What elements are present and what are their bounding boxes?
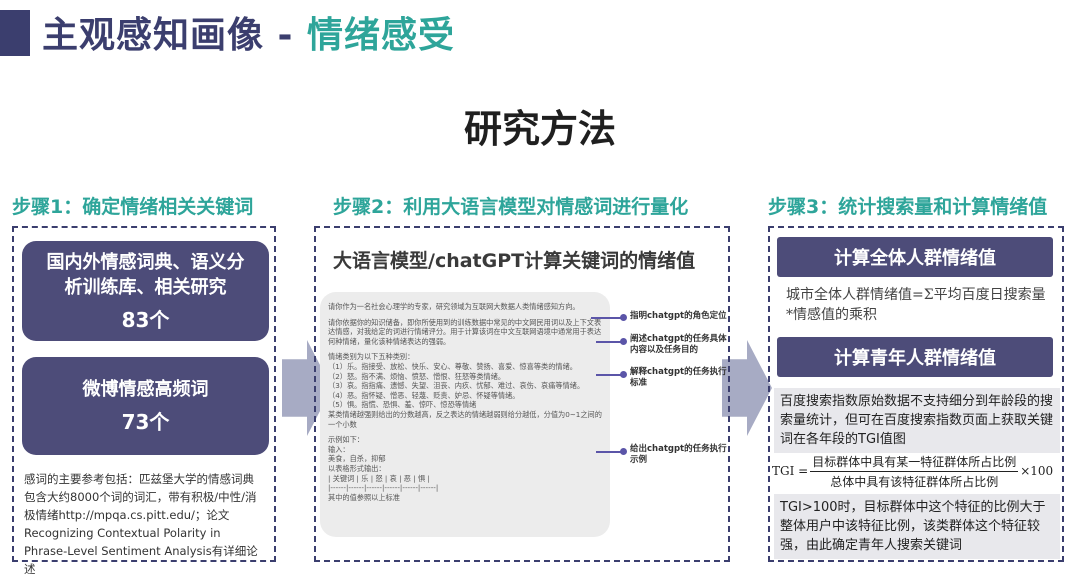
section-heading: 研究方法 xyxy=(463,107,616,151)
step3-head-youth: 计算青年人群情绪值 xyxy=(777,337,1053,377)
annotation-connector xyxy=(596,341,623,343)
prompt-line: （4）恶。指怀疑、憎恶、轻蔑、贬责、妒忌、怀疑等情绪。 xyxy=(328,390,520,400)
annotation-dot xyxy=(620,338,627,345)
step1-title: 步骤1：确定情绪相关关键词 xyxy=(12,196,254,218)
pill-label: 国内外情感词典、语义分析训练库、相关研究 xyxy=(46,251,245,298)
step1-box xyxy=(12,226,276,562)
step3-tgi-note: TGI>100时，目标群体中这个特征的比例大于整体用户中该特征比例，该类群体这个… xyxy=(774,494,1060,559)
step1-pill-dictionary: 国内外情感词典、语义分析训练库、相关研究 83个 xyxy=(22,241,269,341)
prompt-line: （3）哀。指指痛、遗憾、失望、沮丧、内疚、忧郁、难过、哀伤、哀痛等情绪。 xyxy=(328,381,585,391)
step3-baidu-note: 百度搜索指数原始数据不支持细分到年龄段的搜索量统计，但可在百度搜索指数页面上获取… xyxy=(774,388,1060,453)
step2-heading: 大语言模型/chatGPT计算关键词的情绪值 xyxy=(333,250,696,272)
prompt-card: 请你作为一名社会心理学的专家，研究领域为互联网大数据人类情绪感知方向。 请你依据… xyxy=(320,292,610,537)
annotation-standard: 解释chatgpt的任务执行标准 xyxy=(630,367,727,388)
title-accent: 情绪感受 xyxy=(307,15,456,56)
formula-fraction: 目标群体中具有某一特征群体所占比例 总体中具有该特征群体所占比例 xyxy=(810,453,1019,490)
annotation-connector xyxy=(596,451,623,453)
prompt-line: 某类情绪越强则给出的分数越高，反之表达的情绪越弱则给分越低，分值为0~1之间的一… xyxy=(328,409,602,429)
prompt-line: | 关键词 | 乐 | 怒 | 哀 | 恶 | 惧 | xyxy=(328,473,430,483)
step3-head-all: 计算全体人群情绪值 xyxy=(777,237,1053,277)
prompt-line: 请你作为一名社会心理学的专家，研究领域为互联网大数据人类情绪感知方向。 xyxy=(328,302,580,311)
prompt-line: 请你依据你的知识储备，即你所使用到的训练数据中常见的中文网民用词以及上下文表达情… xyxy=(328,317,602,346)
prompt-line: 示例如下： xyxy=(328,435,364,445)
prompt-line: 情绪类别为以下五种类别： xyxy=(328,352,415,362)
step2-title: 步骤2：利用大语言模型对情感词进行量化 xyxy=(333,196,689,218)
pill-count: 83个 xyxy=(121,307,170,332)
page-title: 主观感知画像 - 情绪感受 xyxy=(42,6,455,58)
step2-box xyxy=(314,226,730,562)
step1-reference-note: 感词的主要参考包括：匹兹堡大学的情感词典包含大约8000个词的词汇，带有积极/中… xyxy=(24,472,258,576)
tgi-formula: TGI = 目标群体中具有某一特征群体所占比例 总体中具有该特征群体所占比例 ×… xyxy=(772,452,1062,490)
prompt-line: 输入： xyxy=(328,444,350,454)
formula-denominator: 总体中具有该特征群体所占比例 xyxy=(830,474,999,489)
prompt-line: （1）乐。指接受、放松、快乐、安心、尊敬、赞扬、喜爱、惊喜等类的情绪。 xyxy=(328,361,577,371)
step3-title: 步骤3：统计搜索量和计算情绪值 xyxy=(768,196,1048,218)
step3-box xyxy=(768,226,1064,562)
formula-rhs: ×100 xyxy=(1020,464,1054,478)
formula-numerator: 目标群体中具有某一特征群体所占比例 xyxy=(810,453,1019,472)
annotation-example: 给出chatgpt的任务执行示例 xyxy=(630,444,727,465)
title-main: 主观感知画像 - xyxy=(42,15,308,56)
pill-label: 微博情感高频词 xyxy=(82,379,209,400)
prompt-line: |------|------|------|------|------|----… xyxy=(328,483,439,493)
annotation-connector xyxy=(591,317,623,319)
annotation-task: 阐述chatgpt的任务具体内容以及任务目的 xyxy=(630,334,727,355)
annotation-dot xyxy=(620,371,627,378)
title-accent-bar xyxy=(0,10,30,56)
prompt-line: 美食，自杀，抑郁 xyxy=(328,454,386,464)
pill-count: 73个 xyxy=(121,410,170,434)
prompt-line: （2）怒。指不满、烦恼、愤怒、憎恨、狂怒等类情绪。 xyxy=(328,371,506,381)
annotation-role: 指明chatgpt的角色定位 xyxy=(630,311,727,321)
annotation-dot xyxy=(620,314,627,321)
annotation-connector xyxy=(596,374,623,376)
prompt-line: （5）惧。指慌、恐惧、羞、惊吓、惊恐等情绪 xyxy=(328,400,477,410)
prompt-line: 其中的值参照以上标准 xyxy=(328,492,400,502)
step1-pill-weibo: 微博情感高频词 73个 xyxy=(22,357,269,455)
formula-lhs: TGI = xyxy=(772,464,809,478)
prompt-line: 以表格形式输出： xyxy=(328,463,386,473)
annotation-dot xyxy=(620,448,627,455)
step3-all-formula-text: 城市全体人群情绪值=Σ平均百度日搜索量*情感值的乘积 xyxy=(786,287,1046,323)
